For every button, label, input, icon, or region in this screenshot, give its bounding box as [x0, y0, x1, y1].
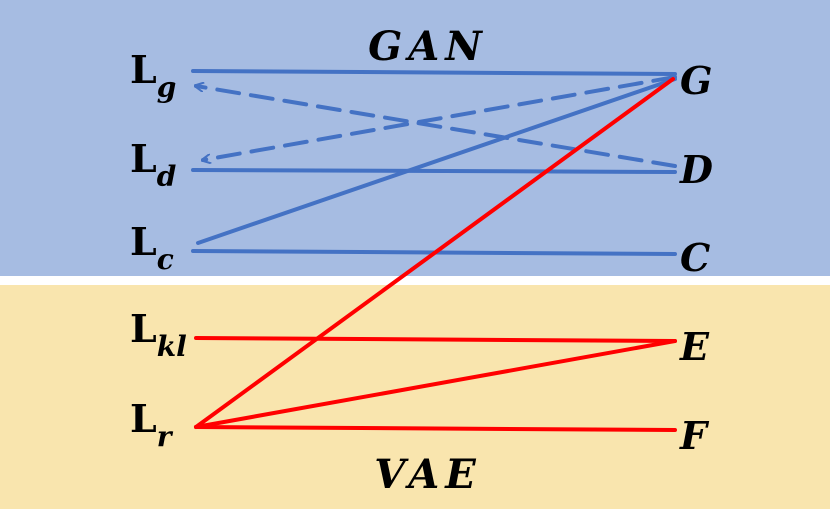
- edge-g-lg: [191, 69, 677, 76]
- vae-region: [0, 285, 830, 509]
- module-label-g: G: [680, 58, 712, 103]
- loss-label-lr: Lr: [130, 396, 174, 453]
- loss-label-lg: Lg: [130, 47, 176, 104]
- vae-edges: [194, 77, 677, 432]
- vae-label: VAE: [374, 451, 481, 498]
- edge-g-lc: [196, 77, 677, 245]
- loss-label-lc: Lc: [130, 219, 174, 276]
- module-label-d: D: [679, 147, 713, 192]
- edge-e-lr: [194, 339, 677, 429]
- module-label-f: F: [679, 413, 710, 458]
- edge-d-ld: [191, 168, 677, 174]
- edge-f-lr: [194, 425, 677, 432]
- loss-label-ld: Ld: [130, 136, 176, 193]
- gan-label: GAN: [368, 23, 488, 70]
- edge-g-ld: [203, 75, 677, 160]
- loss-label-lkl: Lkl: [130, 306, 187, 363]
- module-label-e: E: [679, 324, 710, 369]
- gan-region: [0, 0, 830, 276]
- edge-g-lr: [194, 77, 675, 429]
- gan-edges: [191, 69, 677, 256]
- module-label-c: C: [680, 235, 710, 280]
- edge-e-lkl: [194, 336, 677, 343]
- edge-d-lg: [196, 86, 677, 168]
